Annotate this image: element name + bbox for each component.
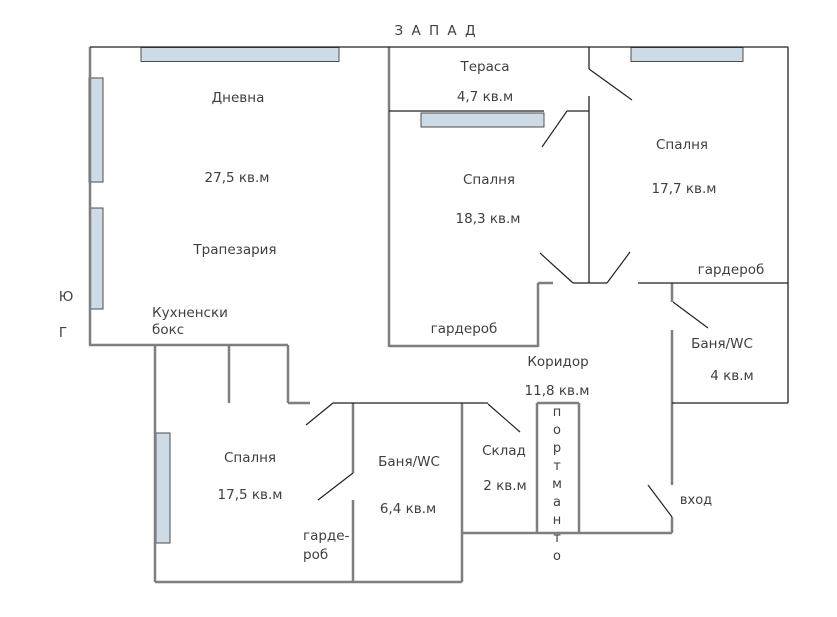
room-label-bedroom-left: Спалня	[224, 450, 276, 466]
door-bedroom-left	[305, 402, 334, 426]
door-storage	[487, 403, 521, 433]
compass-letter-bottom: Г	[59, 325, 67, 341]
room-label-kitchen-line1: Кухненски	[152, 305, 228, 321]
room-label-kitchen-line2: бокс	[152, 322, 184, 338]
window-bedroom-left	[155, 432, 171, 544]
room-label-bedroom-mid: Спалня	[463, 172, 515, 188]
portmanteau-letter-5: м	[552, 477, 562, 492]
wall-portmanteau-closet	[535, 401, 581, 533]
plan-title: З А П А Д	[395, 23, 478, 39]
room-label-portmanteau: п о р т м а н т о	[552, 405, 562, 564]
door-terrace-bedroom-right	[588, 68, 633, 101]
room-area-bath-small: 4 кв.м	[710, 368, 753, 384]
room-area-storage: 2 кв.м	[483, 478, 526, 494]
room-label-terrace: Тераса	[459, 59, 509, 75]
labels-layer: З А П А Д Ю Г Дневна 27,5 кв.м Трапезари…	[59, 23, 765, 564]
room-area-living: 27,5 кв.м	[205, 170, 270, 186]
room-label-corridor: Коридор	[527, 354, 588, 370]
portmanteau-letter-4: т	[553, 459, 561, 474]
door-bath-small	[672, 301, 709, 329]
portmanteau-letter-8: т	[553, 531, 561, 546]
walls-dark-layer	[90, 46, 789, 404]
room-area-bedroom-right: 17,7 кв.м	[652, 181, 717, 197]
compass-letter-top: Ю	[59, 289, 74, 305]
room-label-bath-small: Баня/WC	[691, 336, 753, 352]
room-label-living: Дневна	[212, 90, 265, 106]
wall-wardrobe-mid-right	[536, 281, 553, 347]
room-label-dining: Трапезария	[192, 242, 276, 258]
room-label-entrance: вход	[680, 493, 712, 508]
room-area-bedroom-left: 17,5 кв.м	[218, 487, 283, 503]
room-area-corridor: 11,8 кв.м	[525, 383, 590, 399]
room-label-bedroom-right: Спалня	[656, 137, 708, 153]
room-label-storage: Склад	[482, 443, 526, 459]
room-area-terrace: 4,7 кв.м	[457, 89, 513, 105]
room-label-bath-big: Баня/WC	[378, 454, 440, 470]
portmanteau-letter-2: о	[553, 423, 561, 438]
windows-layer	[88, 47, 744, 544]
window-bedroom-right-top	[630, 47, 744, 62]
window-dining-left	[89, 207, 104, 310]
room-label-wardrobe-right: гардероб	[698, 262, 765, 278]
room-area-bath-big: 6,4 кв.м	[380, 501, 436, 517]
door-entrance	[647, 484, 673, 518]
window-living-top	[140, 47, 340, 62]
portmanteau-letter-1: п	[553, 405, 562, 420]
door-bath-big	[317, 472, 354, 501]
portmanteau-letter-6: а	[553, 495, 561, 510]
room-label-wardrobe-mid: гардероб	[431, 321, 498, 337]
portmanteau-letter-7: н	[553, 513, 562, 528]
door-bedroom-right	[606, 251, 631, 284]
room-label-wardrobe-low-line1: гарде-	[303, 528, 350, 544]
window-terrace	[420, 112, 545, 128]
room-area-bedroom-mid: 18,3 кв.м	[456, 211, 521, 227]
door-terrace-bedroom-mid	[541, 110, 568, 148]
portmanteau-letter-9: о	[553, 549, 561, 564]
room-label-wardrobe-low-line2: роб	[303, 547, 328, 563]
portmanteau-letter-3: р	[553, 441, 561, 456]
doors-layer	[305, 68, 709, 518]
walls-gray-layer	[88, 47, 674, 584]
door-bedroom-mid	[539, 252, 574, 284]
